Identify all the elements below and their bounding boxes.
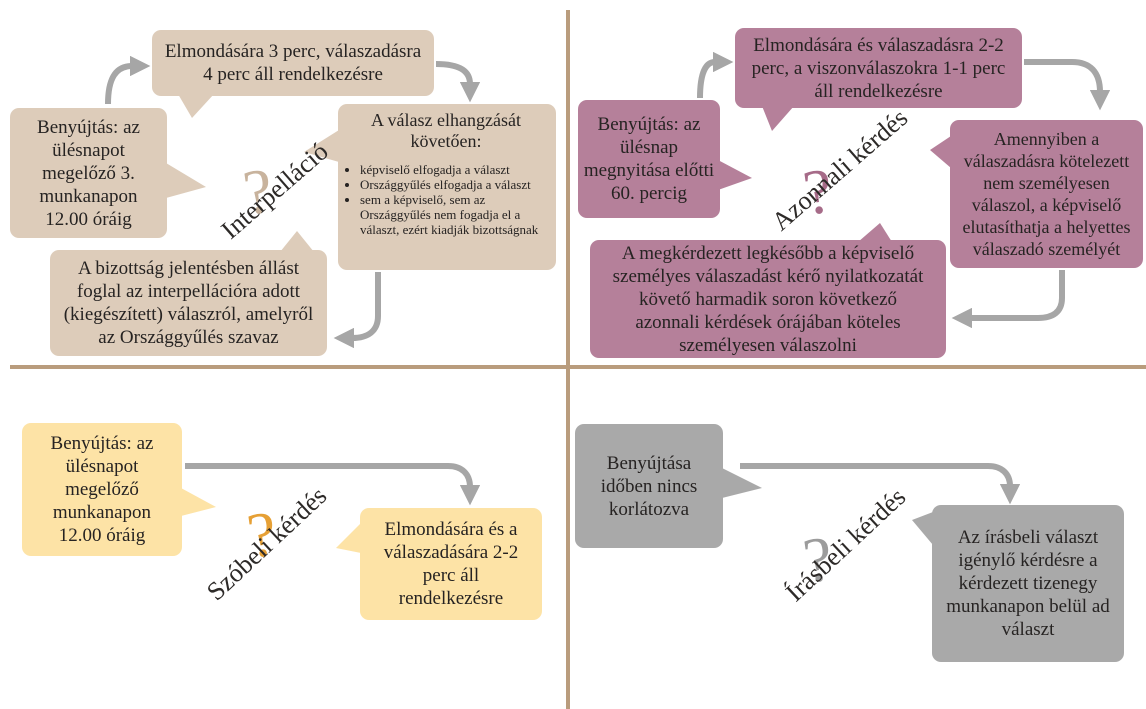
vertical-divider (566, 10, 570, 709)
arrow-szobeli (185, 463, 481, 506)
szobeli-time-box: Elmondására és a válaszadására 2-2 perc … (360, 508, 542, 620)
arrow-interpellacio-1 (105, 55, 151, 105)
azonnali-substitute-box: Amennyiben a válaszadásra kötelezett nem… (950, 120, 1143, 268)
azonnali-submission-box: Benyújtás: az ülésnap megnyitása előtti … (578, 100, 720, 218)
arrow-azonnali-3 (951, 270, 1065, 329)
bubble-tail (336, 523, 361, 553)
after-answer-list: képviselő elfogadja a választ Országgyűl… (346, 162, 546, 237)
bubble-tail (858, 223, 892, 242)
list-item: sem a képviselő, sem az Országgyűlés nem… (360, 192, 546, 237)
arrow-azonnali-1 (697, 51, 734, 99)
bubble-tail (304, 130, 339, 162)
bubble-tail (178, 94, 214, 118)
arrow-interpellacio-3 (333, 272, 381, 349)
after-answer-title: A válasz elhangzását követően: (371, 110, 521, 151)
interpellacio-committee-box: A bizottság jelentésben állást foglal az… (50, 250, 327, 356)
bubble-tail (166, 163, 206, 198)
horizontal-divider (10, 365, 1146, 369)
bubble-tail (930, 136, 951, 168)
interpellacio-after-answer-box: A válasz elhangzását követően: képviselő… (338, 104, 556, 270)
bubble-tail (912, 512, 933, 545)
arrow-interpellacio-2 (435, 61, 481, 103)
bubble-tail (181, 488, 216, 516)
azonnali-time-box: Elmondására és válaszadásra 2-2 perc, a … (735, 28, 1022, 108)
bubble-tail (722, 468, 762, 498)
list-item: Országgyűlés elfogadja a választ (360, 177, 546, 192)
azonnali-personal-answer-box: A megkérdezett legkésőbb a képviselő sze… (590, 240, 946, 358)
irasbeli-answer-box: Az írásbeli választ igénylő kérdésre a k… (932, 505, 1124, 662)
interpellacio-time-box: Elmondására 3 perc, válaszadásra 4 perc … (152, 30, 434, 96)
arrow-irasbeli (740, 463, 1021, 505)
bubble-tail (718, 160, 752, 190)
bubble-tail (762, 106, 794, 131)
interpellacio-submission-box: Benyújtás: az ülésnapot megelőző 3. munk… (10, 108, 167, 238)
szobeli-submission-box: Benyújtás: az ülésnapot megelőző munkana… (22, 423, 182, 556)
list-item: képviselő elfogadja a választ (360, 162, 546, 177)
bubble-tail (280, 231, 314, 252)
arrow-azonnali-2 (1024, 59, 1111, 111)
irasbeli-submission-box: Benyújtása időben nincs korlátozva (575, 424, 723, 548)
